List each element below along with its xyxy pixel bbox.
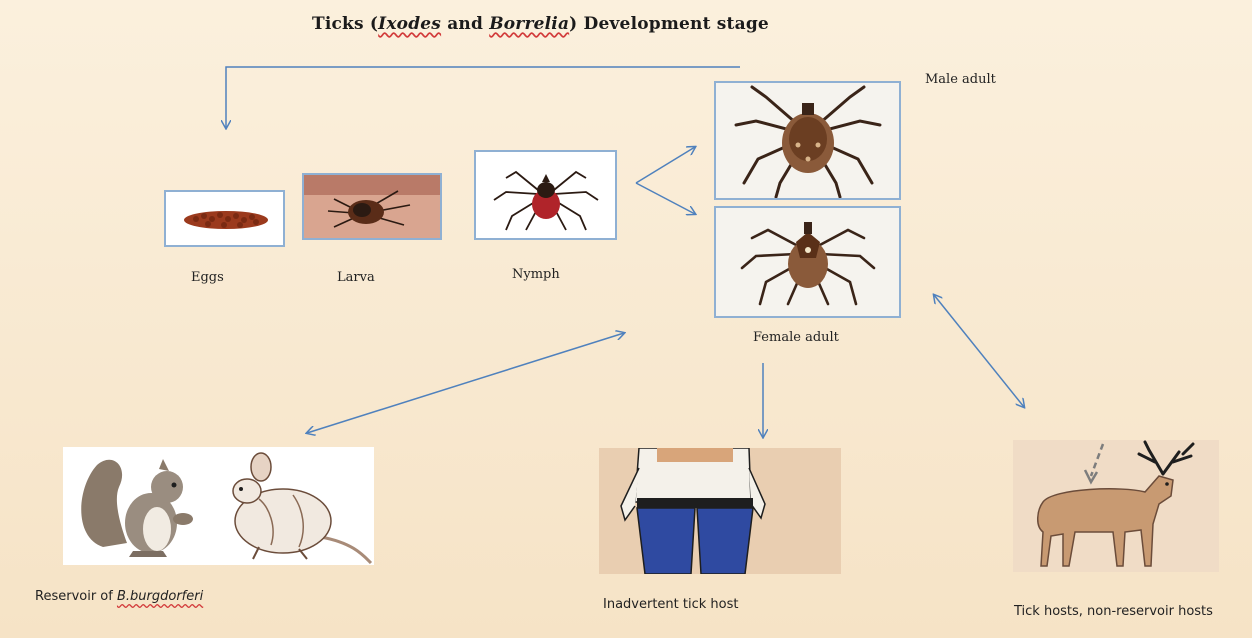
female-tick-icon: [716, 208, 899, 316]
nymph-image: [474, 150, 617, 240]
eggs-cluster-icon: [166, 192, 283, 245]
larva-label: Larva: [337, 270, 375, 285]
male-adult-label: Male adult: [925, 72, 996, 87]
nymph-label: Nymph: [512, 267, 560, 282]
nymph-to-female-arrow: [636, 183, 695, 214]
reservoir-hosts-image: [63, 447, 374, 565]
deer-host-image: [1013, 440, 1219, 572]
reservoir-link-arrow: [307, 333, 624, 433]
cycle-return-arrow: [226, 67, 740, 128]
nymph-to-male-arrow: [636, 147, 695, 183]
non-reservoir-host-label: Tick hosts, non-reservoir hosts: [1014, 603, 1244, 620]
male-adult-image: [714, 81, 901, 200]
deer-icon: [1013, 440, 1219, 572]
reservoir-label-prefix: Reservoir of: [35, 589, 117, 604]
non-reservoir-link-arrow: [934, 295, 1024, 407]
female-adult-image: [714, 206, 901, 318]
larva-image: [302, 173, 442, 240]
male-tick-icon: [716, 83, 899, 198]
eggs-image: [164, 190, 285, 247]
eggs-label: Eggs: [191, 270, 224, 285]
reservoir-label: Reservoir of B.burgdorferi: [35, 589, 203, 604]
inadvertent-host-label: Inadvertent tick host: [603, 597, 738, 612]
reservoir-label-species: B.burgdorferi: [117, 589, 203, 604]
larva-tick-icon: [304, 175, 440, 238]
squirrel-mouse-icon: [63, 447, 374, 565]
female-adult-label: Female adult: [753, 330, 839, 345]
nymph-tick-icon: [476, 152, 615, 238]
human-figure-icon: [599, 448, 841, 574]
human-host-image: [599, 448, 841, 574]
